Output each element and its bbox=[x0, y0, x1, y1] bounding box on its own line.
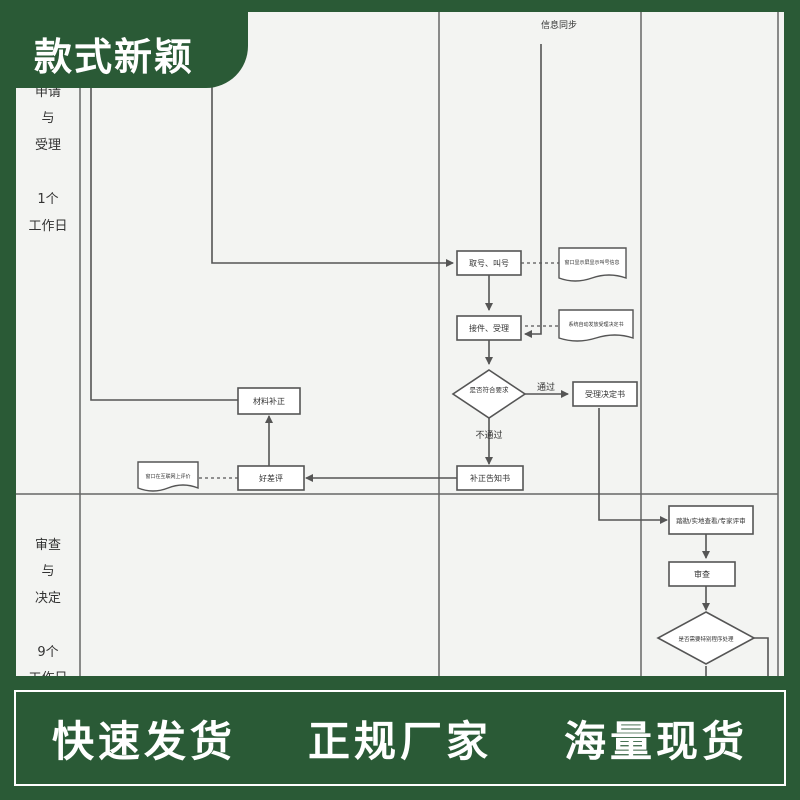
info-sync-label: 信息同步 bbox=[541, 19, 577, 31]
flowchart-document: 申请 与 受理 1个 工作日 审查 与 决定 9个 工作日 bbox=[16, 12, 784, 712]
note-connectors bbox=[198, 262, 559, 479]
supplement-materials-label: 材料补正 bbox=[253, 396, 285, 406]
phase2-duration-line1: 9个 bbox=[37, 645, 58, 660]
promo-banner: 快速发货 正规厂家 海量现货 bbox=[0, 676, 800, 800]
site-check-label: 踏勘/实地查看/专家评审 bbox=[676, 516, 745, 525]
connector-to-take-number bbox=[211, 72, 454, 267]
connectors bbox=[90, 44, 769, 712]
promo-banner-frame: 快速发货 正规厂家 海量现货 bbox=[14, 690, 786, 786]
review-note-label: 窗口在互联网上评价 bbox=[145, 473, 190, 480]
compliance-label: 是否需要特别程序处理 bbox=[678, 635, 734, 643]
phase2-label-line1: 审查 bbox=[35, 538, 61, 553]
flowchart: 申请 与 受理 1个 工作日 审查 与 决定 9个 工作日 bbox=[16, 12, 779, 712]
style-badge: 款式新颖 bbox=[16, 12, 248, 88]
document-notes bbox=[137, 247, 634, 492]
phase1-label-line1: 申请 bbox=[35, 85, 61, 100]
phase-labels: 申请 与 受理 1个 工作日 审查 与 决定 9个 工作日 bbox=[28, 85, 67, 686]
review-label: 审查 bbox=[694, 569, 710, 579]
phase1-duration-line2: 工作日 bbox=[28, 219, 67, 234]
node-labels: 信息同步 取号、叫号 接件、受理 是否符合要求 材料补正 通过 不通过 受理决定… bbox=[145, 19, 745, 643]
slogan-large-stock: 海量现货 bbox=[563, 716, 748, 766]
slogan-genuine-manufacturer: 正规厂家 bbox=[307, 716, 492, 766]
connector-decision-to-site bbox=[598, 408, 668, 524]
not-pass-label: 不通过 bbox=[475, 429, 502, 441]
window-accept-label: 接件、受理 bbox=[469, 323, 509, 333]
phase1-label-line3: 受理 bbox=[35, 138, 61, 153]
connector-info-sync bbox=[524, 44, 542, 338]
good-review-label: 好差评 bbox=[259, 473, 283, 483]
materials-check-label: 是否符合要求 bbox=[470, 385, 510, 394]
pass-label: 通过 bbox=[537, 381, 555, 393]
take-number-label: 取号、叫号 bbox=[469, 258, 509, 268]
window-note-label: 窗口显示屏显示叫号信息 bbox=[564, 259, 619, 266]
supplement-notice-label: 补正告知书 bbox=[470, 473, 510, 483]
phase2-label-line3: 决定 bbox=[35, 591, 61, 606]
phase2-label-line2: 与 bbox=[41, 564, 54, 579]
phase1-duration-line1: 1个 bbox=[37, 192, 58, 207]
process-boxes bbox=[237, 250, 756, 665]
swimlane-grid bbox=[16, 12, 779, 712]
connector-supplement-loop bbox=[90, 72, 238, 401]
accept-note-label: 系统自动发放受理决定书 bbox=[568, 321, 623, 328]
accept-decision-label: 受理决定书 bbox=[585, 389, 625, 399]
phase1-label-line2: 与 bbox=[41, 111, 54, 126]
slogan-fast-shipping: 快速发货 bbox=[51, 716, 236, 766]
